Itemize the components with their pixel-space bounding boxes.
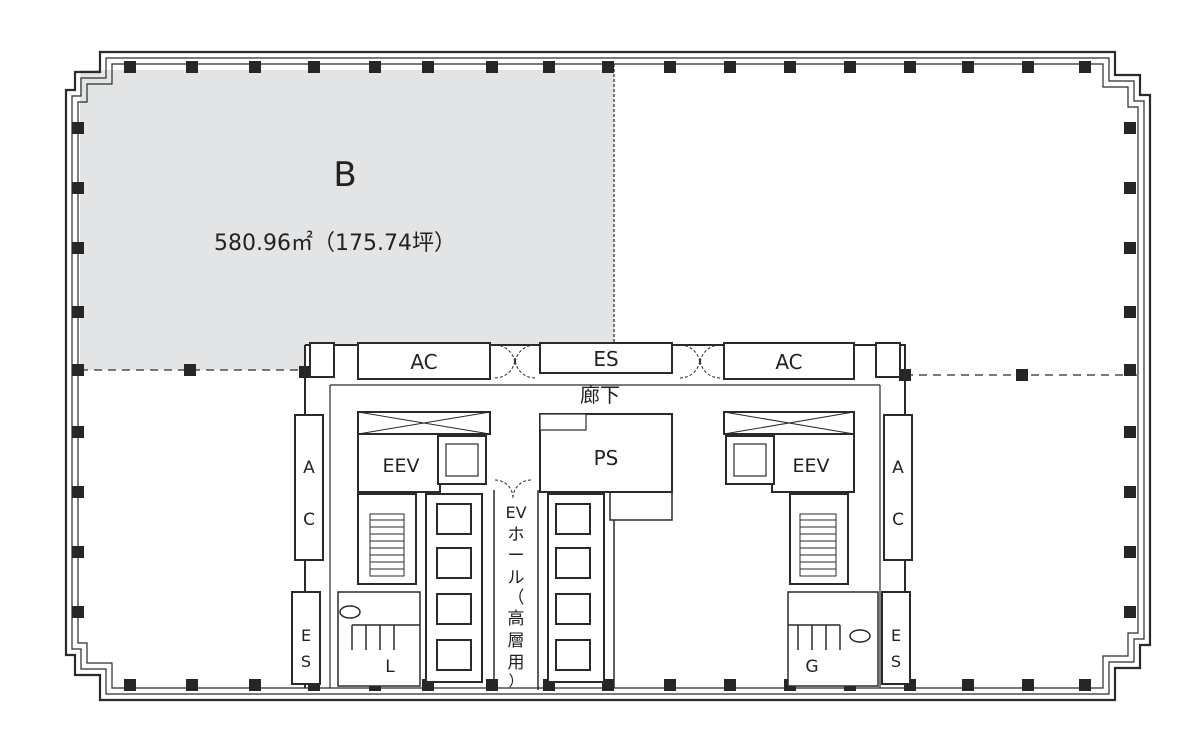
column [72, 364, 84, 376]
unit-b-area[interactable] [80, 70, 614, 370]
svg-text:EV: EV [505, 503, 526, 522]
column [369, 61, 381, 73]
es-room-side-left[interactable] [291, 591, 321, 685]
column [724, 679, 736, 691]
column [124, 61, 136, 73]
column [72, 426, 84, 438]
wc-left-label: L [385, 657, 395, 677]
column [664, 679, 676, 691]
column [124, 679, 136, 691]
ac-top-left-label: AC [410, 350, 437, 374]
column [1124, 364, 1136, 376]
svg-text:高: 高 [508, 609, 525, 629]
eev-left-label: EEV [382, 455, 419, 477]
es-room-side-right[interactable] [881, 591, 911, 685]
column [72, 122, 84, 134]
side-rooms [291, 414, 913, 685]
column [1124, 546, 1136, 558]
ac-side-right-a: A [892, 458, 904, 478]
core [304, 344, 906, 688]
column [1124, 182, 1136, 194]
svg-text:層: 層 [508, 631, 525, 651]
es-side-right-s: S [891, 652, 901, 671]
svg-text:用: 用 [508, 653, 525, 673]
ac-room-side-right[interactable] [883, 414, 913, 561]
es-side-left-e: E [301, 626, 311, 645]
column [72, 606, 84, 618]
column [422, 61, 434, 73]
ps-label: PS [594, 446, 619, 470]
column [1124, 242, 1136, 254]
ac-top-right-label: AC [775, 350, 802, 374]
svg-text:ホ: ホ [508, 525, 525, 545]
svg-text:（: （ [508, 588, 525, 608]
column [72, 242, 84, 254]
column [72, 486, 84, 498]
column [1022, 679, 1034, 691]
es-side-left-s: S [301, 652, 311, 671]
top-rooms [309, 342, 901, 380]
ac-side-right-c: C [892, 510, 904, 530]
column [1079, 679, 1091, 691]
structural-columns [72, 61, 1136, 691]
eev-right-label: EEV [792, 455, 829, 477]
column [962, 679, 974, 691]
column [844, 61, 856, 73]
es-top-label: ES [593, 347, 618, 371]
column [72, 182, 84, 194]
ac-side-left-a: A [303, 458, 315, 478]
unit-b-area-label: 580.96㎡（175.74坪） [214, 230, 456, 256]
wc-right-label: G [805, 657, 818, 677]
svg-text:）: ） [508, 672, 523, 690]
ac-room-top-right[interactable] [723, 342, 855, 380]
svg-text:ル: ル [508, 568, 525, 588]
column [724, 61, 736, 73]
column [1079, 61, 1091, 73]
svg-text:ー: ー [508, 546, 525, 566]
column [1124, 306, 1136, 318]
elevator-core [357, 411, 855, 690]
column [72, 546, 84, 558]
column [664, 61, 676, 73]
column [486, 679, 498, 691]
column [602, 61, 614, 73]
column [543, 61, 555, 73]
column [486, 61, 498, 73]
column [72, 306, 84, 318]
exterior-wall [64, 50, 1152, 702]
column [184, 364, 196, 376]
corridor-label: 廊下 [580, 383, 620, 407]
column [1016, 369, 1028, 381]
eev-left[interactable] [357, 433, 441, 493]
column [249, 679, 261, 691]
column [1124, 486, 1136, 498]
column [1124, 122, 1136, 134]
ac-side-left-c: C [303, 510, 315, 530]
column [308, 61, 320, 73]
column [962, 61, 974, 73]
column [1124, 426, 1136, 438]
column [186, 679, 198, 691]
column [1022, 61, 1034, 73]
unit-b-letter: B [333, 155, 356, 195]
column [186, 61, 198, 73]
ac-room-top-left[interactable] [357, 342, 491, 380]
column [784, 61, 796, 73]
ac-room-side-left[interactable] [294, 414, 324, 561]
eev-right[interactable] [771, 433, 855, 493]
column [904, 61, 916, 73]
column [1124, 606, 1136, 618]
toilets [337, 591, 879, 687]
es-side-right-e: E [891, 626, 901, 645]
ev-hall-label: EV ホ ー ル （ 高 層 用 ） [505, 503, 526, 690]
column [249, 61, 261, 73]
es-room-top[interactable] [539, 342, 673, 374]
